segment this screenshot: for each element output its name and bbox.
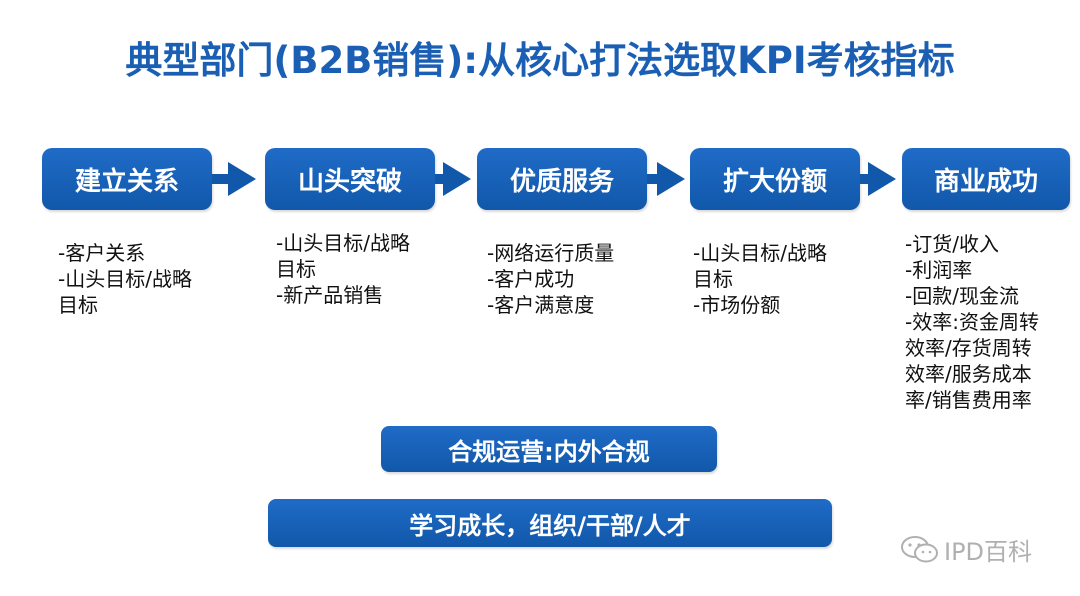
stage-5-kpi-list: -订货/收入 -利润率 -回款/现金流 -效率:资金周转 效率/存货周转 效率/…	[905, 232, 1039, 412]
watermark: IPD百科	[900, 532, 1032, 567]
page-title: 典型部门(B2B销售):从核心打法选取KPI考核指标	[125, 39, 955, 82]
stage-1-kpi-list: -客户关系 -山头目标/战略 目标	[58, 241, 192, 317]
compliance-bar: 合规运营:内外合规	[381, 426, 717, 472]
stage-box-4: 扩大份额	[690, 148, 860, 210]
watermark-text: IPD百科	[944, 538, 1033, 566]
stage-box-5: 商业成功	[902, 148, 1070, 210]
stage-2-kpi-list: -山头目标/战略 目标 -新产品销售	[276, 231, 410, 307]
stage-box-2: 山头突破	[265, 148, 435, 210]
stage-box-3: 优质服务	[477, 148, 647, 210]
stage-4-kpi-list: -山头目标/战略 目标 -市场份额	[693, 241, 827, 317]
stage-3-kpi-list: -网络运行质量 -客户成功 -客户满意度	[487, 241, 615, 317]
wechat-icon	[901, 535, 938, 562]
stage-box-1: 建立关系	[42, 148, 212, 210]
learning-growth-bar: 学习成长，组织/干部/人才	[268, 499, 832, 547]
